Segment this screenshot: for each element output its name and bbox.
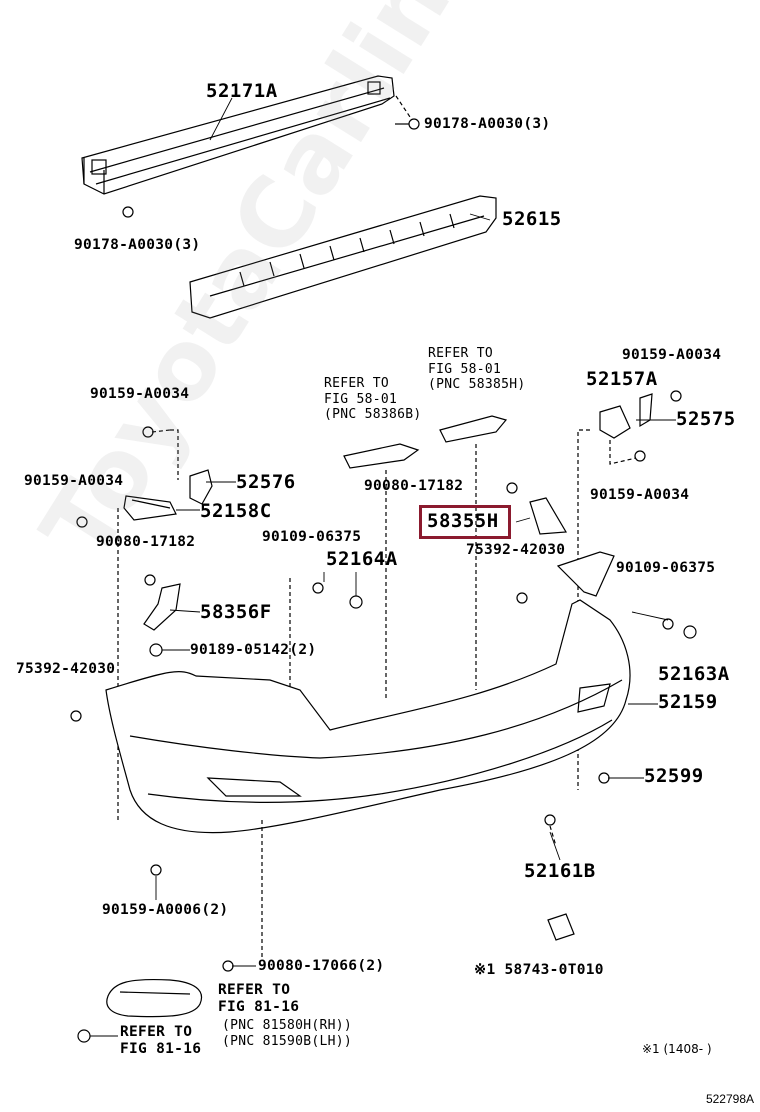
diagram-code: 522798A <box>705 1092 754 1106</box>
label-58355H[interactable]: 58355H <box>427 510 499 532</box>
label-75392-42030-center[interactable]: 75392-42030 <box>466 542 566 558</box>
energy-absorber-52615[interactable] <box>189 195 497 319</box>
bracket-52575[interactable] <box>639 393 653 428</box>
nut-icon <box>122 206 134 218</box>
clip-icon <box>349 595 363 609</box>
label-52159[interactable]: 52159 <box>658 691 718 713</box>
label-58356F[interactable]: 58356F <box>200 601 272 623</box>
label-52599[interactable]: 52599 <box>644 765 704 787</box>
label-52163A[interactable]: 52163A <box>658 663 730 685</box>
label-90159-A0006[interactable]: 90159-A0006(2) <box>102 902 229 918</box>
bolt-icon <box>76 516 88 528</box>
label-90159-A0034-right[interactable]: 90159-A0034 <box>590 487 690 503</box>
label-52615[interactable]: 52615 <box>502 208 562 230</box>
screw-icon <box>516 592 528 604</box>
refer-fig-58-01-58386B[interactable]: REFER TO FIG 58-01 (PNC 58386B) <box>324 376 422 423</box>
retainer-58385H <box>439 415 508 443</box>
label-52164A[interactable]: 52164A <box>326 548 398 570</box>
bolt-icon <box>634 450 646 462</box>
nut-icon <box>395 118 420 130</box>
clip-icon <box>506 482 518 494</box>
clip-icon <box>144 574 156 586</box>
label-90159-A0034-left[interactable]: 90159-A0034 <box>24 473 124 489</box>
refer-fig-58-01-58385H[interactable]: REFER TO FIG 58-01 (PNC 58385H) <box>428 346 526 393</box>
bolt-icon <box>662 618 674 630</box>
label-52158C[interactable]: 52158C <box>200 500 272 522</box>
reinforcement-bar-52171A[interactable] <box>81 75 395 195</box>
refer-fig-81-16-top[interactable]: REFER TO FIG 81-16 <box>218 982 300 1016</box>
refer-fig-81-16-bottom[interactable]: REFER TO FIG 81-16 <box>120 1024 202 1058</box>
label-90080-17066[interactable]: 90080-17066(2) <box>258 958 385 974</box>
bracket-52157A[interactable] <box>599 405 631 439</box>
clip-icon <box>312 582 324 594</box>
screw-icon <box>77 1029 91 1043</box>
screw-icon <box>150 864 162 876</box>
bolt-icon <box>670 390 682 402</box>
label-52576[interactable]: 52576 <box>236 471 296 493</box>
label-90109-06375-center[interactable]: 90109-06375 <box>262 529 362 545</box>
bumper-cover-52159[interactable] <box>105 599 631 834</box>
clip-icon <box>149 643 163 657</box>
bracket-58355H[interactable] <box>529 497 568 535</box>
cover-58743-0T010[interactable] <box>547 913 575 941</box>
leader-lines <box>90 97 676 1037</box>
label-52161B[interactable]: 52161B <box>524 860 596 882</box>
label-90178-A0030-bottom[interactable]: 90178-A0030(3) <box>74 237 201 253</box>
label-90159-A0034-left-top[interactable]: 90159-A0034 <box>90 386 190 402</box>
reflector-81580H[interactable] <box>106 978 203 1018</box>
clip-icon <box>683 625 697 639</box>
bracket-58356F[interactable] <box>143 583 181 631</box>
label-90109-06375-right[interactable]: 90109-06375 <box>616 560 716 576</box>
screw-icon <box>70 710 82 722</box>
label-58743-0T010[interactable]: ※1 58743-0T010 <box>474 962 604 978</box>
label-52157A[interactable]: 52157A <box>586 368 658 390</box>
clip-icon <box>222 960 234 972</box>
bracket-52576[interactable] <box>189 469 213 505</box>
label-90080-17182-center[interactable]: 90080-17182 <box>364 478 464 494</box>
highlight-box <box>419 505 511 539</box>
label-90189-05142[interactable]: 90189-05142(2) <box>190 642 317 658</box>
label-75392-42030-left[interactable]: 75392-42030 <box>16 661 116 677</box>
clip-icon <box>598 772 610 784</box>
refer-fig-81-16-pnc: (PNC 81580H(RH)) (PNC 81590B(LH)) <box>222 1018 353 1049</box>
label-52575[interactable]: 52575 <box>676 408 736 430</box>
label-52171A[interactable]: 52171A <box>206 80 278 102</box>
footnote: ※1 (1408- ) <box>642 1042 712 1056</box>
label-90159-A0034-right-top[interactable]: 90159-A0034 <box>622 347 722 363</box>
label-90178-A0030-top[interactable]: 90178-A0030(3) <box>424 116 551 132</box>
side-retainer <box>556 551 615 597</box>
screw-icon <box>544 814 556 826</box>
retainer-58386B <box>343 443 420 469</box>
bracket-52158C[interactable] <box>123 495 177 521</box>
bolt-icon <box>142 426 171 438</box>
label-90080-17182-left[interactable]: 90080-17182 <box>96 534 196 550</box>
